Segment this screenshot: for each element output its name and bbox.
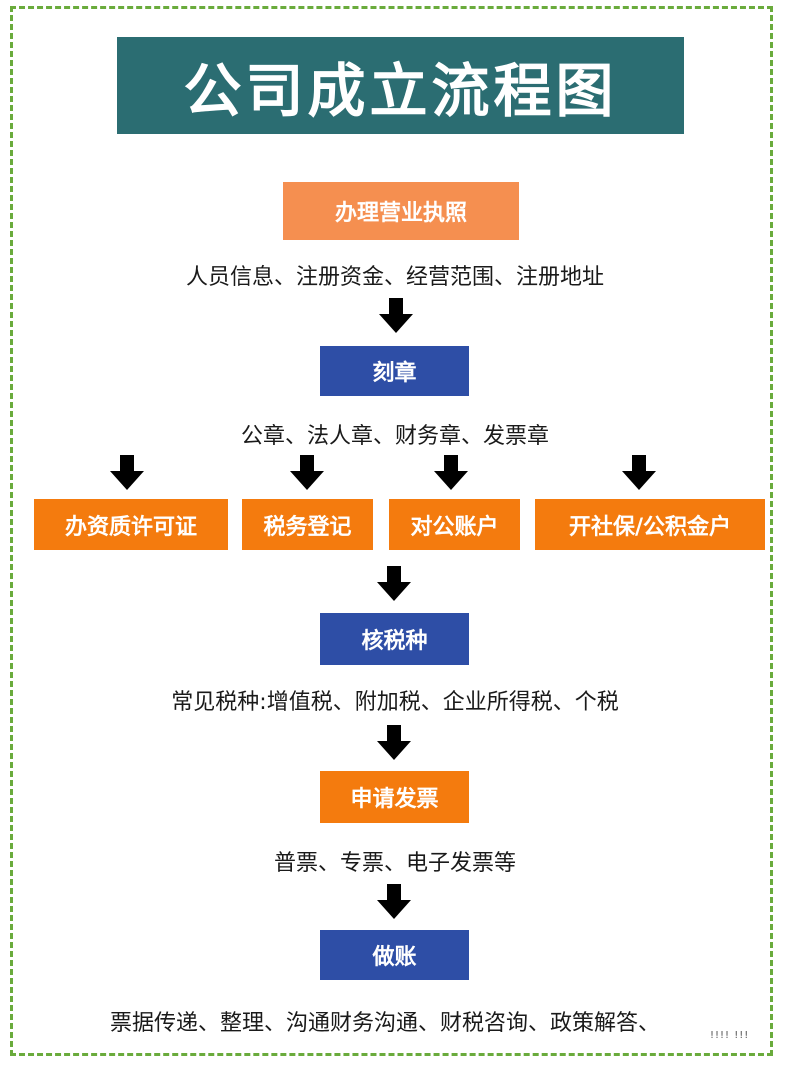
watermark: !!!! !!! — [710, 1030, 750, 1041]
dashed-frame — [10, 6, 773, 1056]
step-note-bookkeeping: 票据传递、整理、沟通财务沟通、财税咨询、政策解答、 — [109, 1011, 660, 1036]
step-tax-type: 核税种 — [320, 613, 469, 665]
branch-label: 开社保/公积金户 — [568, 514, 732, 540]
branch-social-security-account: 开社保/公积金户 — [535, 499, 765, 550]
down-arrow-icon — [621, 455, 657, 491]
step-note-business-license: 人员信息、注册资金、经营范围、注册地址 — [185, 265, 604, 290]
step-label: 做账 — [372, 945, 417, 970]
branch-label: 对公账户 — [410, 514, 499, 540]
step-note-tax-type: 常见税种:增值税、附加税、企业所得税、个税 — [171, 690, 619, 715]
step-business-license: 办理营业执照 — [283, 182, 519, 240]
step-seal: 刻章 — [320, 346, 469, 396]
down-arrow-icon — [376, 566, 412, 602]
branch-label: 办资质许可证 — [64, 514, 197, 540]
step-note-seal: 公章、法人章、财务章、发票章 — [240, 424, 549, 449]
down-arrow-icon — [376, 725, 412, 761]
branch-qualification-permit: 办资质许可证 — [34, 499, 228, 550]
step-label: 办理营业执照 — [334, 201, 467, 226]
down-arrow-icon — [433, 455, 469, 491]
down-arrow-icon — [289, 455, 325, 491]
branch-label: 税务登记 — [263, 514, 352, 540]
branch-corporate-account: 对公账户 — [389, 499, 520, 550]
step-invoice: 申请发票 — [320, 771, 469, 823]
page-title: 公司成立流程图 — [117, 37, 684, 134]
step-bookkeeping: 做账 — [320, 930, 469, 980]
step-label: 刻章 — [372, 361, 417, 386]
down-arrow-icon — [378, 298, 414, 334]
step-label: 申请发票 — [350, 787, 439, 812]
branch-tax-registration: 税务登记 — [242, 499, 373, 550]
down-arrow-icon — [376, 884, 412, 920]
step-note-invoice: 普票、专票、电子发票等 — [273, 851, 516, 876]
down-arrow-icon — [109, 455, 145, 491]
step-label: 核税种 — [361, 629, 428, 654]
